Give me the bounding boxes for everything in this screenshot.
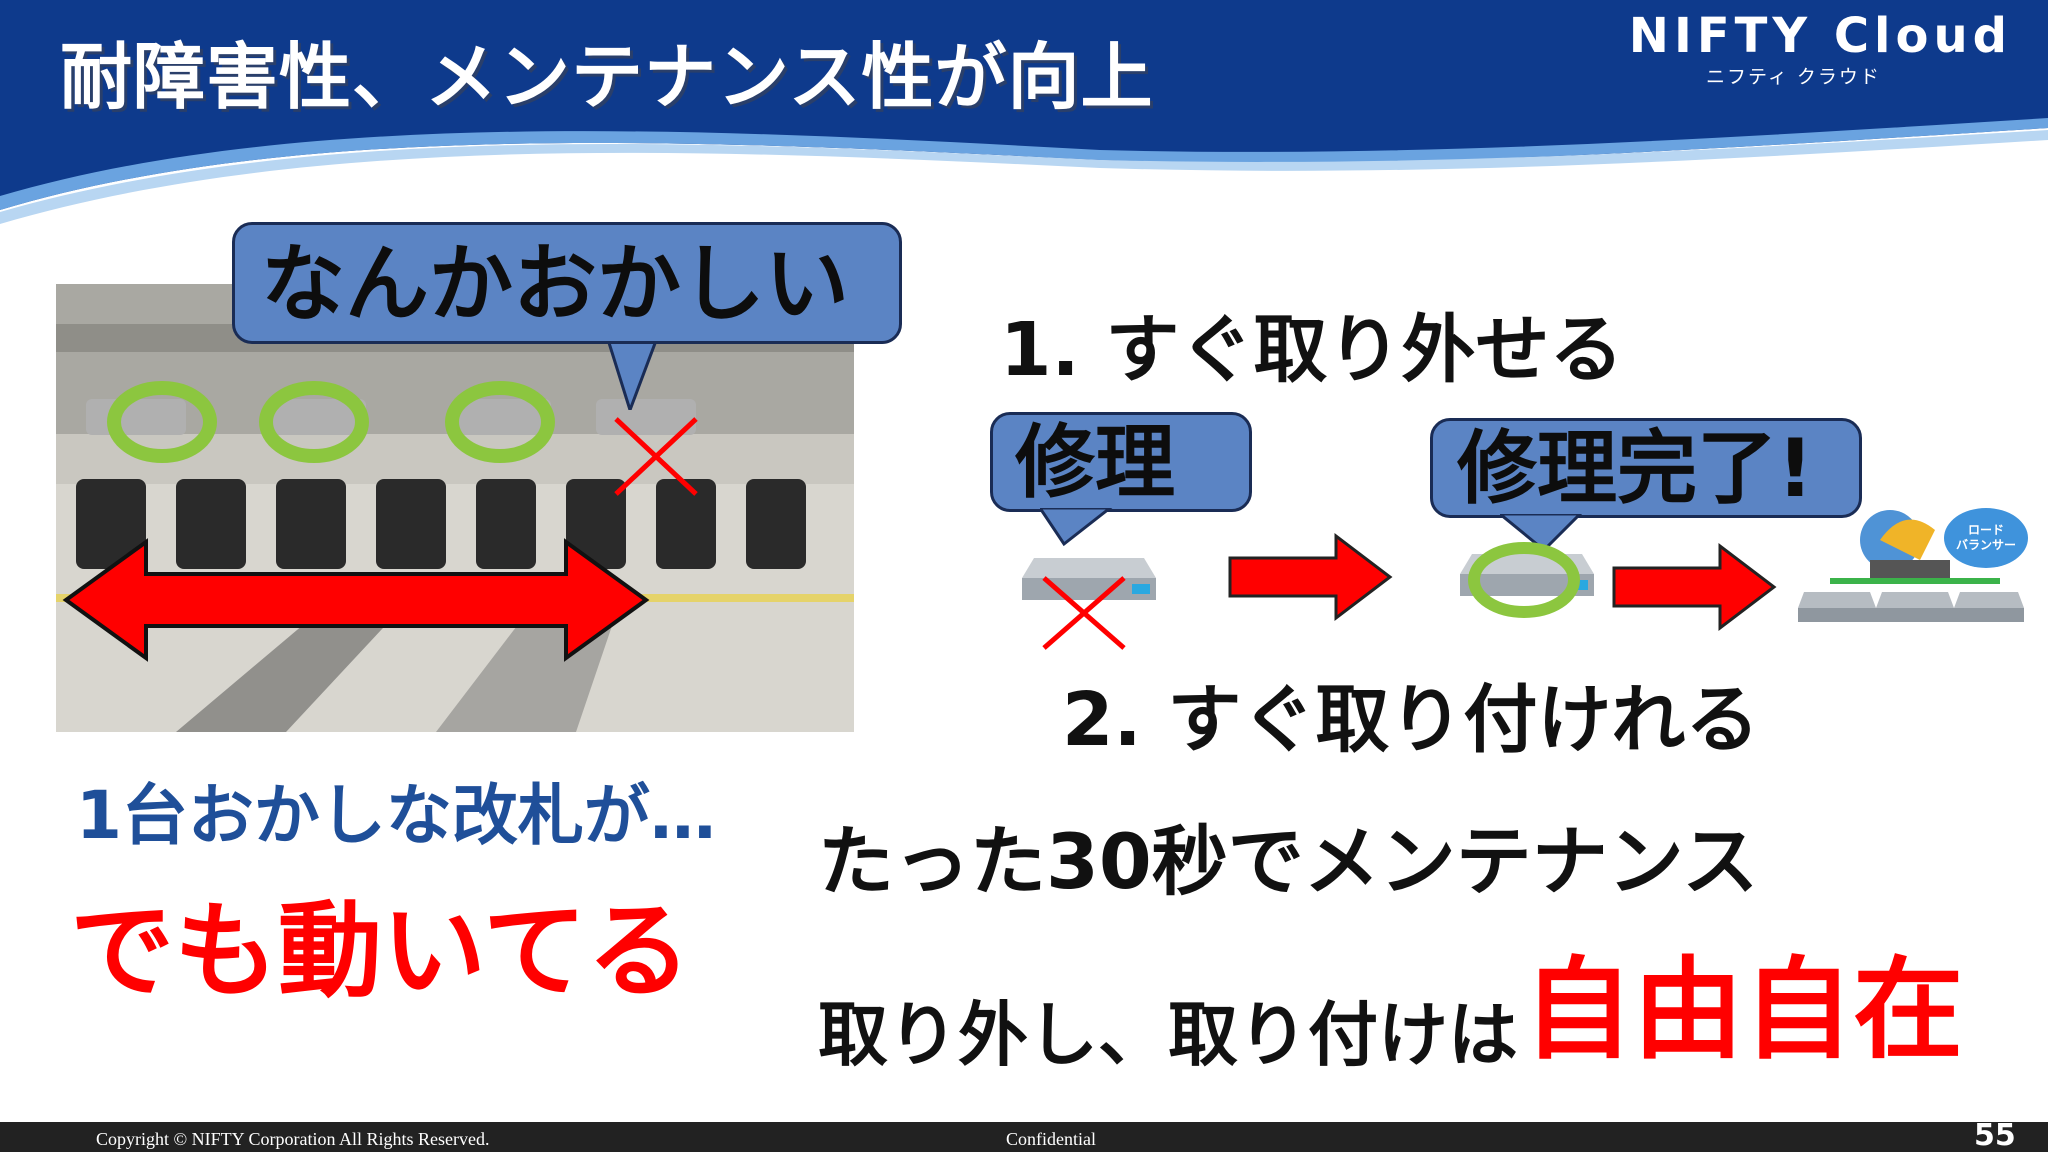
brand-logo: NIFTY Cloud	[1628, 8, 2012, 64]
footer-confidential: Confidential	[1006, 1129, 1096, 1149]
load-balancer-badge: ロード バランサー	[1944, 508, 2028, 568]
bubble-tail	[1040, 508, 1113, 547]
station-gate-photo	[56, 284, 854, 732]
server-broken-icon	[1022, 558, 1156, 650]
speech-bubble-something-wrong: なんかおかしい	[232, 222, 902, 344]
summary-line-1: たった30秒でメンテナンス	[818, 817, 1759, 906]
brand-logo-sub: ニフティ クラウド	[1706, 66, 1881, 88]
bubble-tail	[1500, 514, 1583, 553]
server-repaired-icon	[1460, 542, 1594, 618]
summary-emphasis: 自由自在	[1523, 946, 1964, 1074]
caption-still-working: でも動いてる	[70, 890, 691, 1012]
bubble-tail	[603, 330, 662, 410]
arrow-right-icon	[1612, 542, 1777, 632]
step-1-text: 1. すぐ取り外せる	[1000, 307, 1624, 393]
speech-bubble-repair-done: 修理完了!	[1430, 418, 1862, 518]
load-balancer-icon	[1798, 510, 2024, 622]
footer-copyright: Copyright © NIFTY Corporation All Rights…	[96, 1129, 490, 1149]
footer-bar	[0, 1122, 2048, 1152]
arrow-right-icon	[1228, 532, 1393, 622]
speech-bubble-repair: 修理	[990, 412, 1252, 512]
summary-line-2: 取り外し、取り付けは 自由自在	[818, 920, 1963, 1080]
step-2-text: 2. すぐ取り付けれる	[1062, 677, 1760, 763]
slide-title: 耐障害性、メンテナンス性が向上	[60, 35, 1154, 119]
summary-line-2-prefix: 取り外し、取り付けは	[818, 994, 1518, 1076]
header-band	[0, 0, 2048, 224]
load-balancer-label: ロード バランサー	[1955, 523, 2016, 552]
caption-one-gate-broken: 1台おかしな改札が…	[76, 777, 716, 854]
page-number: 55	[1974, 1118, 2016, 1153]
